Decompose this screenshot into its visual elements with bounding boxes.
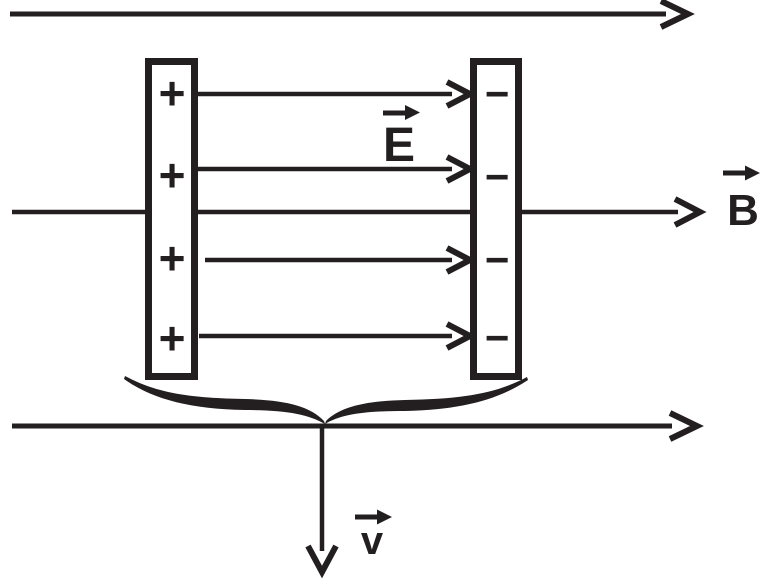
right-arrowhead-icon <box>673 196 707 228</box>
curly-brace-icon <box>124 376 325 424</box>
plus-charge-symbol: + <box>158 312 186 364</box>
small-arrowhead-icon <box>745 165 760 181</box>
magnetic-field-label: B <box>727 186 759 235</box>
minus-charge-symbol: − <box>484 153 510 200</box>
velocity-label: v <box>360 519 384 563</box>
capacitor-plate-left <box>145 58 198 380</box>
minus-charge-symbol: − <box>484 236 510 283</box>
right-arrowhead-icon <box>659 0 695 30</box>
plus-charge-symbol: + <box>158 149 186 201</box>
electric-field-label: E <box>382 119 416 172</box>
plus-charge-symbol: + <box>158 232 186 284</box>
minus-charge-symbol: − <box>484 70 510 117</box>
right-arrowhead-icon <box>668 410 704 442</box>
down-arrowhead-icon <box>305 544 339 579</box>
capacitor-plate-right <box>470 58 522 380</box>
small-arrowhead-icon <box>377 509 392 525</box>
plus-charge-symbol: + <box>158 67 186 119</box>
small-arrowhead-icon <box>405 105 420 120</box>
curly-brace-icon <box>325 377 528 424</box>
minus-charge-symbol: − <box>484 314 510 361</box>
